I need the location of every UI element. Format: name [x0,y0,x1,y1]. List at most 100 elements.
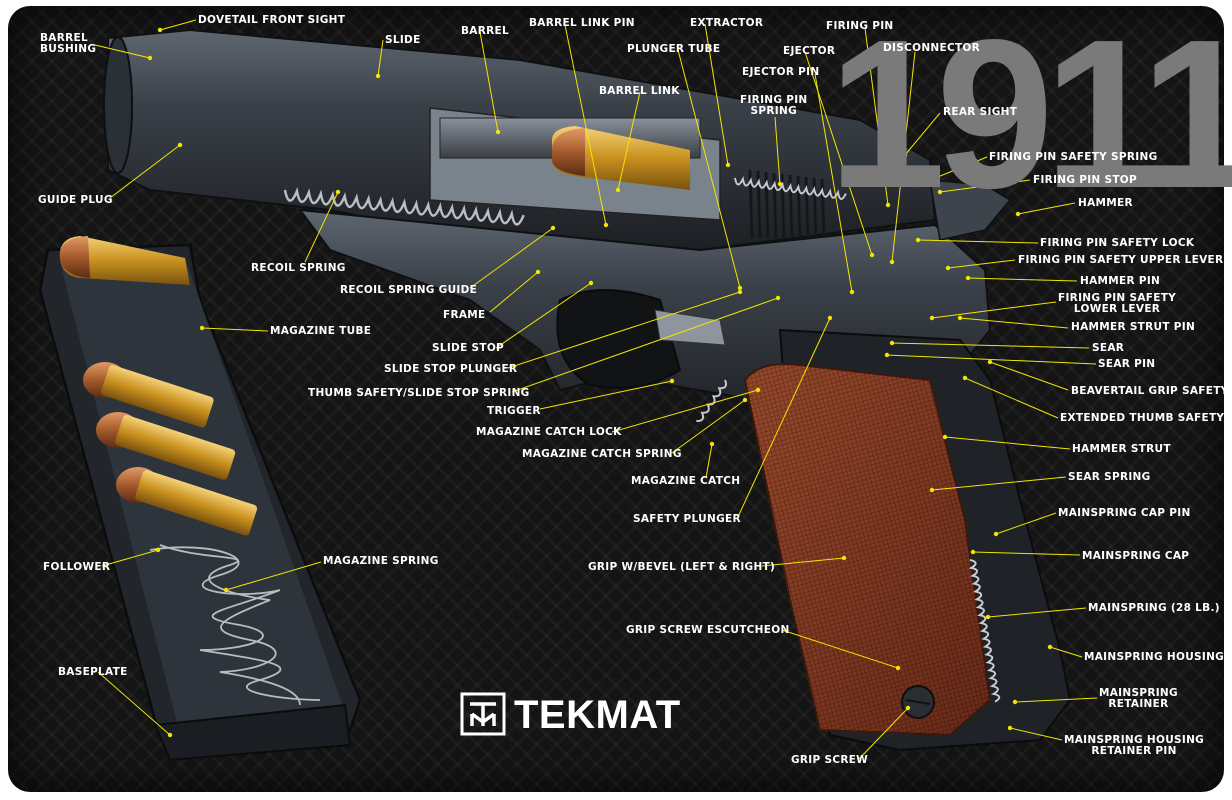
leader-dot [615,187,621,193]
leader-dot [375,73,381,79]
leader-line [947,259,1016,269]
leader-line [939,179,1031,193]
leader-line [931,301,1057,319]
leader-line [944,436,1071,450]
label-magazine-spring: MAGAZINE SPRING [323,555,439,567]
leader-line [304,191,339,263]
tekmat-logo-icon [460,692,506,736]
label-firing-pin-safety-lower-lever: FIRING PIN SAFETY LOWER LEVER [1058,292,1177,315]
mainspring [968,559,1001,703]
leader-dot [987,359,993,365]
label-recoil-spring-guide: RECOIL SPRING GUIDE [340,284,478,296]
label-hammer-pin: HAMMER PIN [1080,275,1161,287]
leader-line [891,51,916,263]
leader-dot [849,289,855,295]
leader-line [1014,697,1098,703]
leader-lines [94,19,1098,761]
leader-dot [737,289,743,295]
leader-dot [167,732,173,738]
label-ejector-pin: EJECTOR PIN [742,66,820,78]
leader-line [959,317,1069,329]
leader-dot [885,202,891,208]
magazine-spring-shape [149,544,321,706]
leader-line [469,227,554,289]
leader-dot [915,182,921,188]
label-plunger-tube: PLUNGER TUBE [627,43,721,55]
leader-dot [1015,211,1021,217]
label-slide-stop: SLIDE STOP [432,342,505,354]
label-mainspring: MAINSPRING (28 LB.) [1088,602,1220,614]
label-baseplate: BASEPLATE [58,666,128,678]
leader-dot [884,352,890,358]
leader-line [705,443,713,479]
brand-name: TEKMAT [514,693,681,737]
leader-dot [889,259,895,265]
leader-dot [777,181,783,187]
label-safety-plunger: SAFETY PLUNGER [633,513,741,525]
leader-line [539,380,673,410]
leader-dot [709,441,715,447]
leader-line [989,361,1069,391]
label-slide-stop-plunger: SLIDE STOP PLUNGER [384,363,518,375]
label-hammer: HAMMER [1078,197,1133,209]
label-slide: SLIDE [385,34,421,46]
leader-line [677,49,741,289]
leader-line [964,377,1059,419]
leader-line [814,73,853,293]
label-sear-pin: SEAR PIN [1098,358,1156,370]
label-grip-w-bevel: GRIP W/BEVEL (LEFT & RIGHT) [588,561,776,573]
leader-line [159,19,197,31]
magazine-top-cartridge [59,236,191,285]
label-guide-plug: GUIDE PLUG [38,194,113,206]
label-extended-thumb-safety: EXTENDED THUMB SAFETY [1060,412,1225,424]
label-barrel: BARREL [461,25,509,37]
label-disconnector: DISCONNECTOR [883,42,981,54]
leader-dot [1012,699,1018,705]
leader-dot [335,189,341,195]
label-barrel-link: BARREL LINK [599,85,680,97]
leader-dot [535,269,541,275]
leader-line [917,156,988,186]
leader-line [761,557,845,567]
leader-dots [147,27,1053,738]
leader-line [201,327,269,332]
baseplate-shape [153,703,352,762]
leader-dot [929,487,935,493]
label-magazine-catch-spring: MAGAZINE CATCH SPRING [522,448,682,460]
leader-dot [985,614,991,620]
leader-dot [755,387,761,393]
label-mainspring-cap: MAINSPRING CAP [1082,550,1190,562]
leader-dot [603,222,609,228]
label-thumb-safety-slide-stop-spring: THUMB SAFETY/SLIDE STOP SPRING [308,387,530,399]
leader-line [489,271,539,313]
label-mainspring-cap-pin: MAINSPRING CAP PIN [1058,507,1191,519]
leader-line [967,277,1078,282]
model-number-title: 1911 [828,0,1232,232]
label-sear-spring: SEAR SPRING [1068,471,1151,483]
leader-line [995,512,1057,535]
label-magazine-catch: MAGAZINE CATCH [631,475,741,487]
magazine-cartridges [83,362,258,536]
label-frame: FRAME [443,309,486,321]
leader-dot [1047,644,1053,650]
label-mainspring-retainer: MAINSPRING RETAINER [1099,687,1178,710]
leader-line [511,297,779,393]
leader-line [1049,646,1083,658]
leader-dot [905,705,911,711]
leader-line [101,549,159,567]
leader-dot [725,162,731,168]
leader-dot [495,129,501,135]
leader-line [671,399,746,454]
label-barrel-link-pin: BARREL LINK PIN [529,17,635,29]
leader-line [377,39,384,77]
muzzle-shape [103,36,133,174]
leader-dot [1007,725,1013,731]
leader-dot [945,265,951,271]
leader-dot [841,555,847,561]
leader-line [972,551,1081,556]
leader-dot [147,55,153,61]
label-dovetail-front-sight: DOVETAIL FRONT SIGHT [198,14,346,26]
leader-line [904,112,941,156]
leader-dot [970,549,976,555]
